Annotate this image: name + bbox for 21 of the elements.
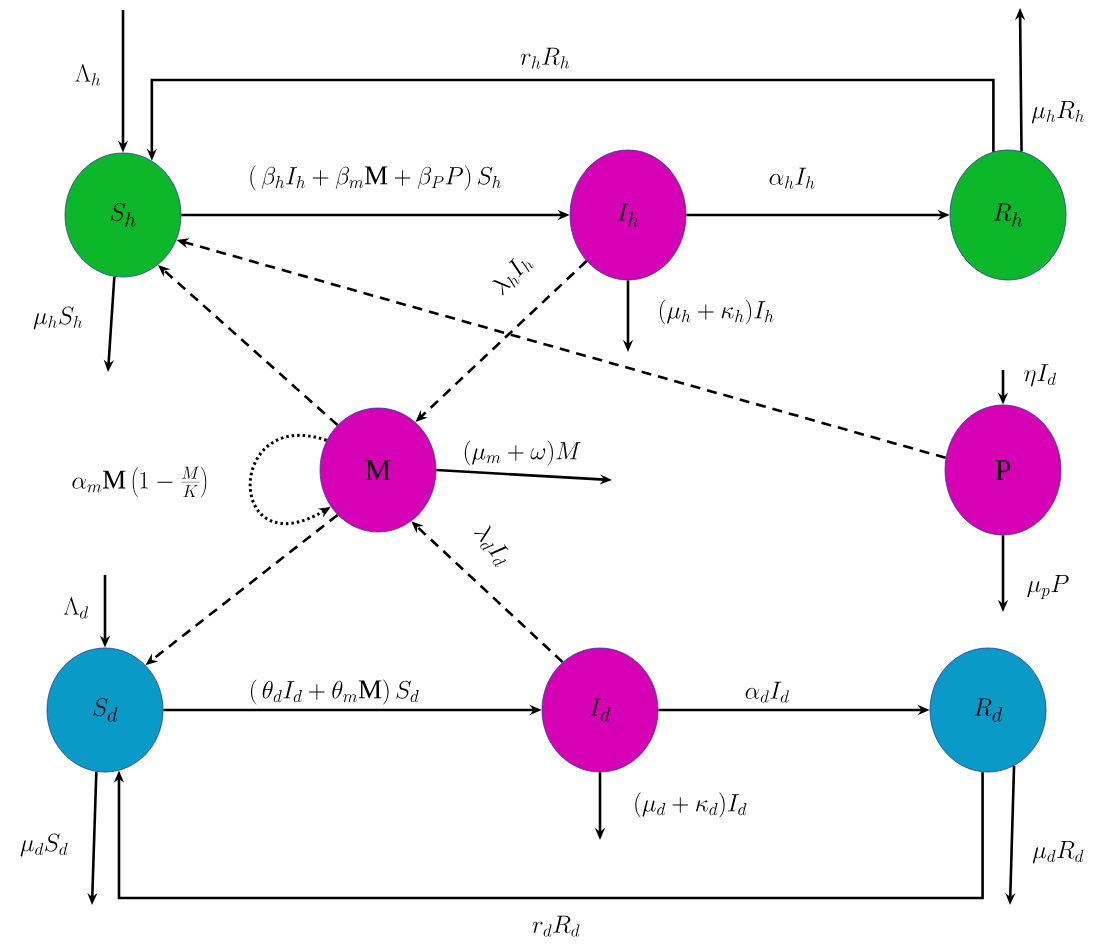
edge-label: $\mu_d S_d$ [18,833,70,857]
edge-label: $\alpha_h I_h$ [767,166,817,190]
edge-label: $(\mu_d + \kappa_d) I_d$ [632,791,748,819]
dashed-arrow [158,265,339,426]
edge-label: $\mu_h R_h$ [1030,100,1086,124]
edge-label: $\alpha_d I_d$ [743,680,791,704]
edge-label: $(\mu_h + \kappa_h) I_h$ [656,298,776,326]
edge-label: $\Lambda_d$ [62,596,90,620]
edge-label: $\lambda_h I_h$ [487,249,537,301]
edge-label: $\Lambda_h$ [73,63,103,87]
edge-label: $\mu_h S_h$ [31,306,85,330]
edge-label: $(\mu_m + \omega) M$ [461,439,583,467]
edge-label: $\mu_d R_d$ [1031,840,1085,864]
edge-label: $\lambda_d I_d$ [468,520,516,571]
edge-label: $\alpha_m \mathrm{M}\left(1 - \frac{M}{K}\right)$ [70,465,210,499]
edge-label: $\mu_p P$ [1025,573,1071,601]
edge-label: $r_d R_d$ [530,914,582,938]
edge-label: $\eta I_d$ [1022,363,1058,387]
edge-label: $(\,\theta_d I_d + \theta_m \mathrm{M})\, S_d$ [247,678,421,706]
edge-label: $(\,\beta_h I_h + \beta_m \mathrm{M} + \beta_P P)\, S_h$ [247,164,503,192]
edge-label: $r_h R_h$ [519,46,571,70]
